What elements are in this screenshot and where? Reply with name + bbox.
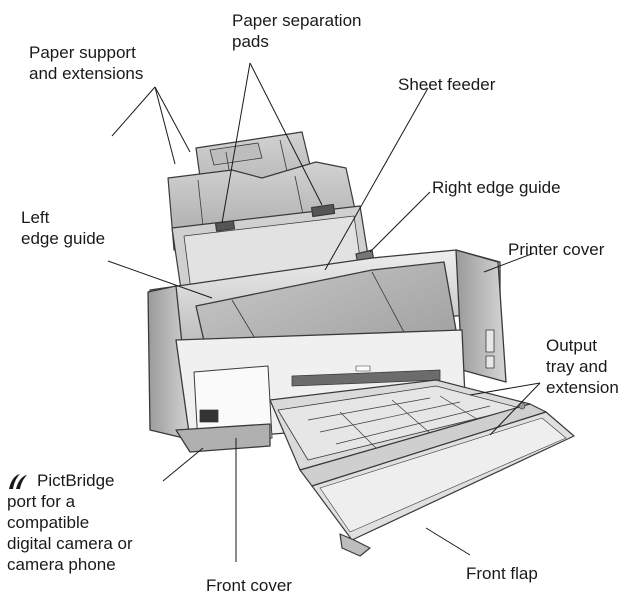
left-edge-guide-line-1: Left <box>21 208 50 227</box>
front-flap <box>311 402 575 557</box>
pictbridge-line-2: port for a <box>7 492 76 511</box>
paper-support-line-1: Paper support <box>29 43 136 62</box>
pictbridge-line-3: compatible <box>7 513 90 532</box>
front-flap-line-1: Front flap <box>466 564 538 583</box>
printer-cover-label: Printer cover <box>508 239 604 260</box>
paper-support-label: Paper support and extensions <box>29 42 143 84</box>
pictbridge-line-4: digital camera or <box>7 534 133 553</box>
output-tray-line-2: tray and <box>546 357 608 376</box>
right-edge-guide-label: Right edge guide <box>432 177 561 198</box>
printer-body <box>147 249 507 453</box>
leader-lines <box>107 62 541 562</box>
front-flap-label: Front flap <box>466 563 538 584</box>
pictbridge-line-1: PictBridge <box>37 471 115 490</box>
output-tray-label: Output tray and extension <box>546 335 619 398</box>
left-edge-guide-line-2: edge guide <box>21 229 106 248</box>
paper-support-line-2: and extensions <box>29 64 144 83</box>
output-tray <box>269 379 547 487</box>
paper-separation-pads-label: Paper separation pads <box>232 10 361 52</box>
left-edge-guide-label: Left edge guide <box>21 207 105 249</box>
sheet-feeder-label: Sheet feeder <box>398 74 495 95</box>
paper-separation-pads-line-1: Paper separation <box>232 11 362 30</box>
output-tray-line-1: Output <box>546 336 598 355</box>
front-cover-label: Front cover <box>206 575 292 596</box>
output-tray-line-3: extension <box>546 378 619 397</box>
sheet-feeder-line-1: Sheet feeder <box>398 75 496 94</box>
pictbridge-first-line: PictBridge <box>7 470 133 491</box>
front-cover-line-1: Front cover <box>206 576 292 595</box>
paper-separation-pads-line-2: pads <box>232 32 269 51</box>
printer-cover-line-1: Printer cover <box>508 240 605 259</box>
pictbridge-logo-icon <box>9 473 27 489</box>
pictbridge-line-5: camera phone <box>7 555 116 574</box>
pictbridge-label: PictBridge port for a compatible digital… <box>7 470 133 575</box>
right-edge-guide-line-1: Right edge guide <box>432 178 561 197</box>
